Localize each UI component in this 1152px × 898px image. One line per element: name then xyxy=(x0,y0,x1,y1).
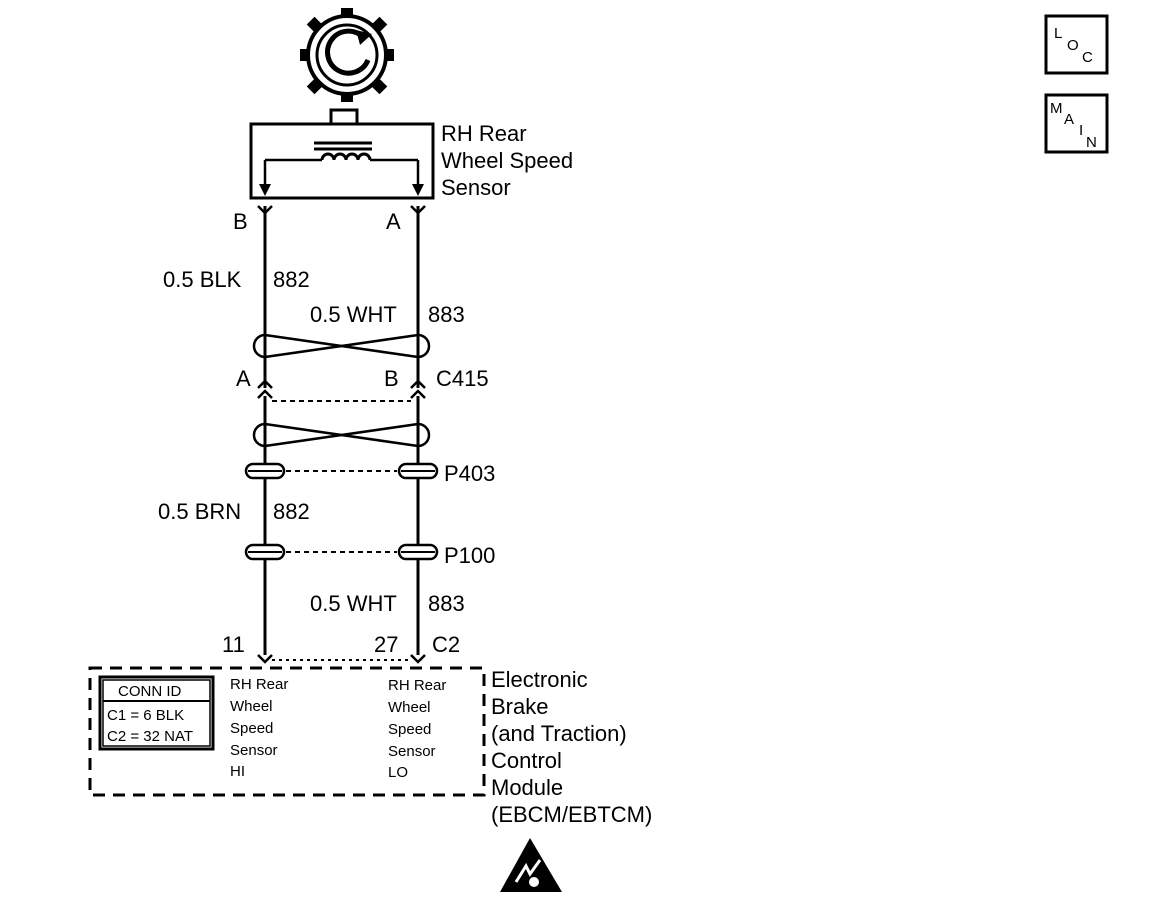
sensor-name-line-3: Sensor xyxy=(441,175,511,200)
loc-button[interactable]: L O C xyxy=(1044,14,1109,75)
esd-warning-icon xyxy=(500,838,562,892)
loc-letter-o: O xyxy=(1067,37,1079,54)
lo-pin-desc-line-3: Speed xyxy=(388,721,431,738)
module-pin-hi-number: 11 xyxy=(222,632,245,657)
module-pin-lo-number: 27 xyxy=(374,632,398,657)
main-letter-n: N xyxy=(1086,134,1097,151)
module-name-line-1: Electronic xyxy=(491,667,588,692)
hi-pin-desc-line-4: Sensor xyxy=(230,742,278,759)
lo-pin-desc-line-5: LO xyxy=(388,764,408,781)
c415-connector-label: C415 xyxy=(436,366,489,391)
main-letter-i: I xyxy=(1079,122,1083,139)
c415-connector xyxy=(257,379,426,402)
hi-pin-desc-line-5: HI xyxy=(230,763,245,780)
loc-letter-c: C xyxy=(1082,49,1093,66)
conn-id-box xyxy=(98,675,215,751)
lo-pin-desc-line-4: Sensor xyxy=(388,743,436,760)
p403-pass-through xyxy=(244,462,439,480)
wheel-speed-sensor xyxy=(249,108,435,200)
module-name-line-4: Control xyxy=(491,748,562,773)
module-name-line-5: Module xyxy=(491,775,563,800)
lo-pin-desc-line-1: RH Rear xyxy=(388,677,446,694)
sensor-pin-b-label: B xyxy=(233,209,248,234)
wht-circuit-label-lower: 883 xyxy=(428,591,465,616)
hi-pin-desc-line-2: Wheel xyxy=(230,698,273,715)
wht-circuit-label-upper: 883 xyxy=(428,302,465,327)
main-letter-a: A xyxy=(1064,111,1074,128)
p100-label: P100 xyxy=(444,543,495,568)
brn-circuit-label: 882 xyxy=(273,499,310,524)
module-connector-label: C2 xyxy=(432,632,460,657)
blk-circuit-label: 882 xyxy=(273,267,310,292)
loc-letter-l: L xyxy=(1054,25,1062,42)
twisted-pair-lower xyxy=(252,422,431,448)
wht-wire-label-upper: 0.5 WHT xyxy=(310,302,397,327)
conn-id-row-2: C2 = 32 NAT xyxy=(107,728,193,745)
module-connector-terminals xyxy=(257,654,426,664)
c415-pin-a-label: A xyxy=(236,366,251,391)
lo-pin-desc-line-2: Wheel xyxy=(388,699,431,716)
rotating-tone-wheel-icon xyxy=(300,8,394,102)
main-button[interactable]: M A I N xyxy=(1044,93,1109,154)
conn-id-row-1: C1 = 6 BLK xyxy=(107,707,184,724)
sensor-pin-a-label: A xyxy=(386,209,401,234)
sensor-name-line-1: RH Rear xyxy=(441,121,527,146)
hi-pin-desc-line-3: Speed xyxy=(230,720,273,737)
main-letter-m: M xyxy=(1050,100,1063,117)
module-name-line-6: (EBCM/EBTCM) xyxy=(491,802,652,827)
brn-wire-label: 0.5 BRN xyxy=(158,499,241,524)
p100-pass-through xyxy=(244,543,439,561)
module-name-line-2: Brake xyxy=(491,694,548,719)
p403-label: P403 xyxy=(444,461,495,486)
sensor-name-line-2: Wheel Speed xyxy=(441,148,573,173)
conn-id-title: CONN ID xyxy=(118,683,182,700)
blk-wire-label: 0.5 BLK xyxy=(163,267,242,292)
wht-wire-label-lower: 0.5 WHT xyxy=(310,591,397,616)
c415-pin-b-label: B xyxy=(384,366,399,391)
twisted-pair-upper xyxy=(252,333,431,359)
hi-pin-desc-line-1: RH Rear xyxy=(230,676,288,693)
module-name-line-3: (and Traction) xyxy=(491,721,627,746)
